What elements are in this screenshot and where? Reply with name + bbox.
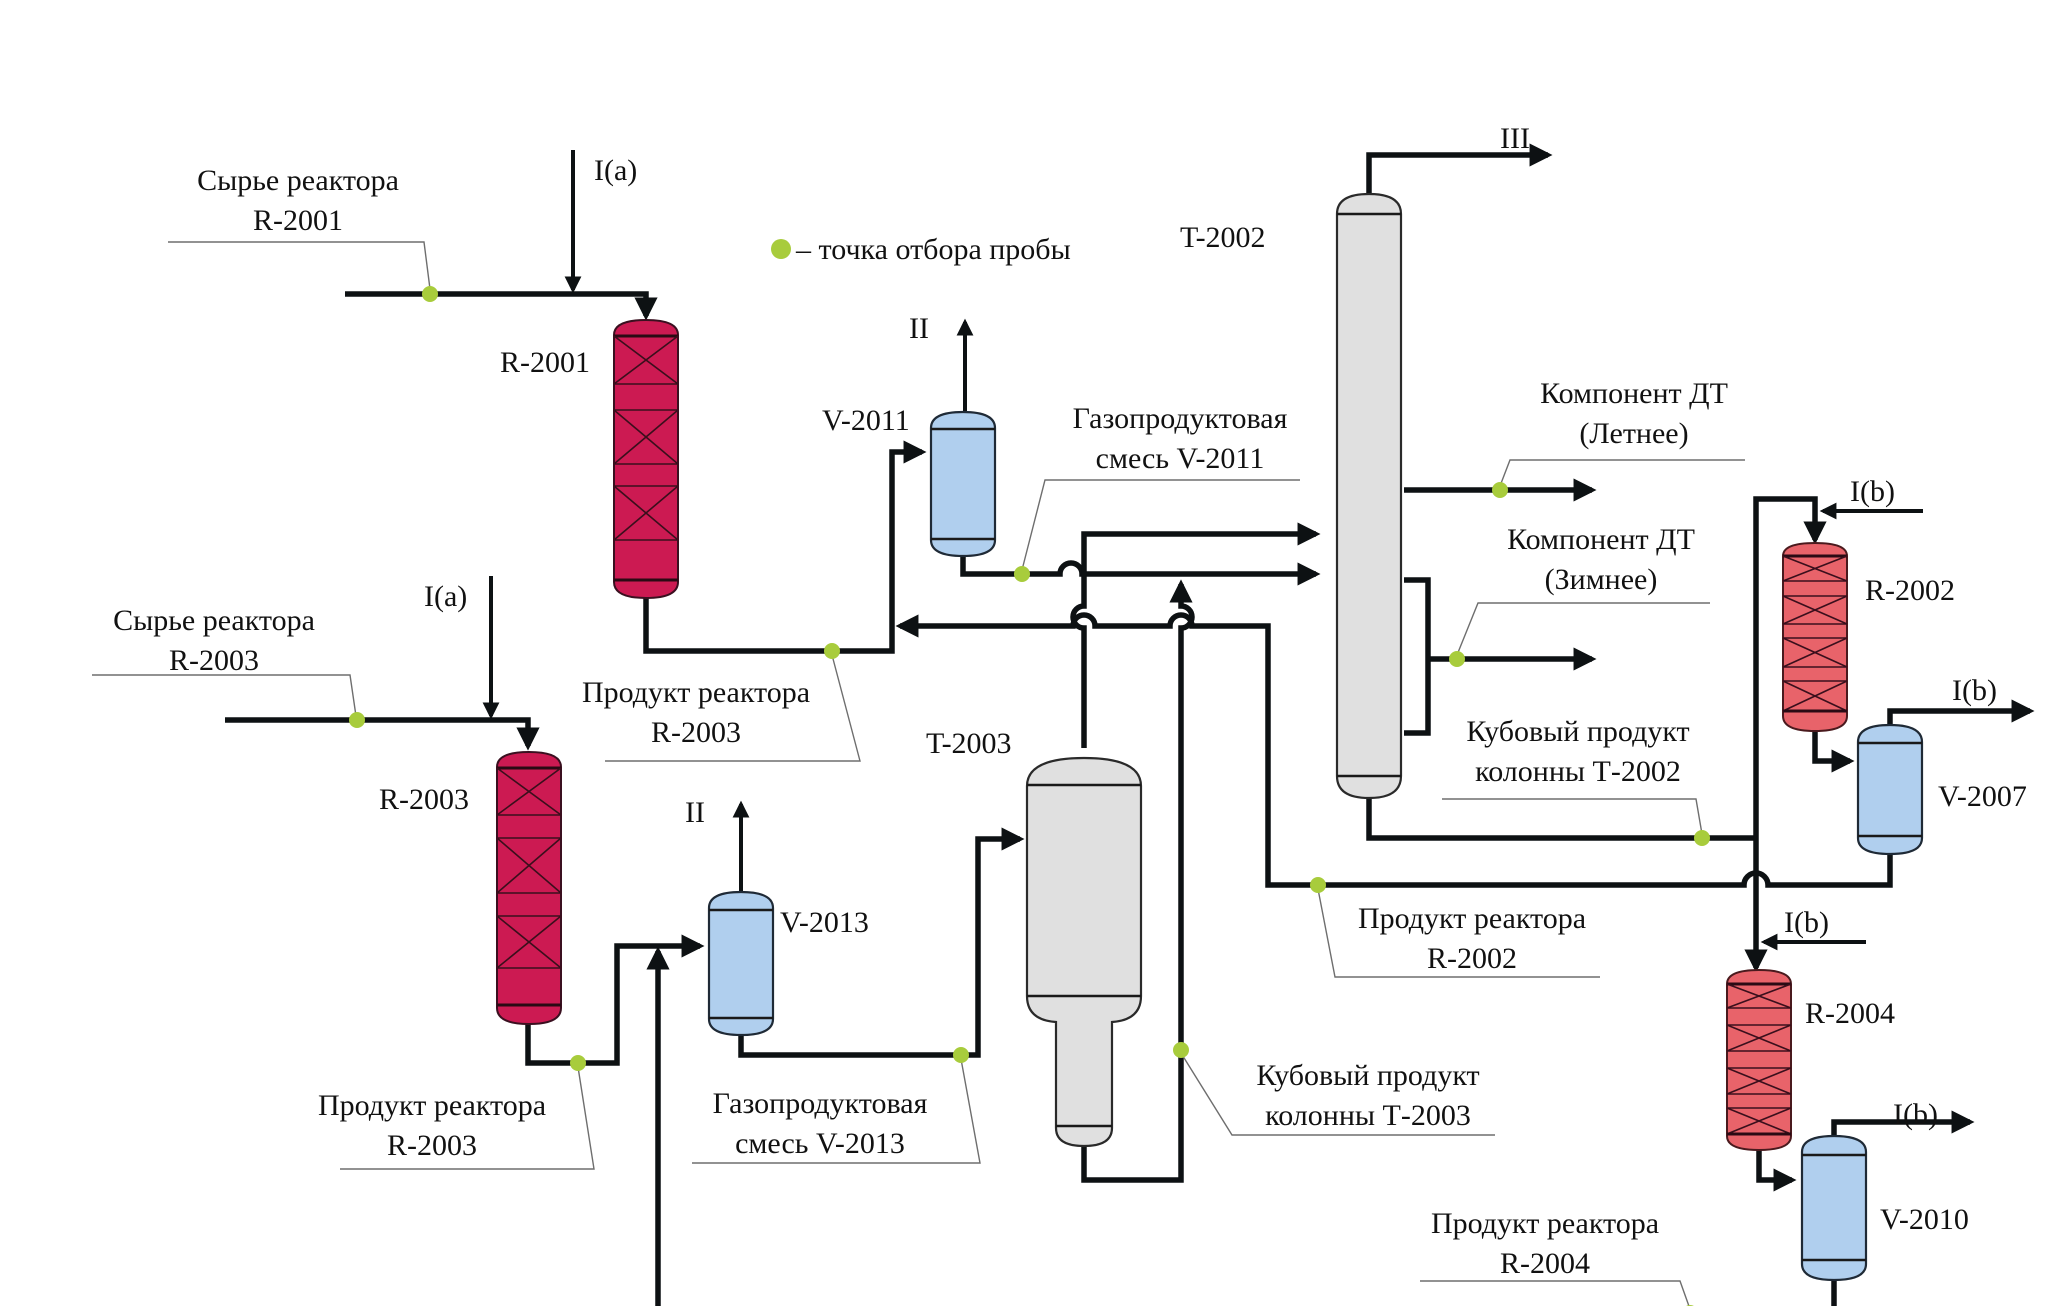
label-stream-ii-v2013: II xyxy=(685,796,705,829)
leader-bottoms-t2003 xyxy=(1180,1052,1495,1136)
caption-feed-r2003-line2: R-2003 xyxy=(169,644,259,677)
caption-bottoms-t2002-line2: колонны Т-2002 xyxy=(1475,755,1681,788)
leader-dt-summer xyxy=(1499,459,1745,487)
label-r2004: R-2004 xyxy=(1805,997,1895,1030)
vessel-v2011 xyxy=(929,410,997,558)
caption-product-r2001-line2: R-2003 xyxy=(651,716,741,749)
caption-product-r2004-line2: R-2004 xyxy=(1500,1247,1590,1280)
caption-gas-v2011-line1: Газопродуктовая xyxy=(1073,402,1288,435)
pipes xyxy=(225,143,2035,1306)
caption-feed-r2001-line1: Сырье реактора xyxy=(197,164,399,197)
sample-points xyxy=(92,241,1745,1306)
caption-product-r2001-line1: Продукт реактора xyxy=(582,676,810,709)
label-stream-i-b-r2002: I(b) xyxy=(1850,475,1895,508)
reactor-r2002 xyxy=(1782,541,1848,733)
column-t2002 xyxy=(1335,192,1403,800)
label-r2003: R-2003 xyxy=(379,783,469,816)
vessel-v2010 xyxy=(1800,1134,1868,1282)
caption-gas-v2013-line2: смесь V-2013 xyxy=(735,1127,905,1160)
sample-point-feed-r2001[interactable] xyxy=(422,286,438,302)
pipe-feed-r2001 xyxy=(345,291,658,321)
label-t2003: T-2003 xyxy=(926,727,1012,760)
pipe-v2013-to-t2003 xyxy=(738,827,1025,1058)
caption-feed-r2003-line1: Сырье реактора xyxy=(113,604,315,637)
pipe-r2001-to-v2011 xyxy=(643,440,927,654)
leader-feed-r2001 xyxy=(168,241,431,290)
label-v2007: V-2007 xyxy=(1938,780,2027,813)
caption-product-r2002-line1: Продукт реактора xyxy=(1358,902,1586,935)
sample-point-product-r2002[interactable] xyxy=(1310,877,1326,893)
pipe-r2003-to-v2013 xyxy=(525,934,705,1066)
leader-gas-v2013 xyxy=(692,1058,981,1164)
pipe-r2002-product xyxy=(895,612,1893,888)
caption-dt-summer-line2: (Летнее) xyxy=(1579,417,1688,450)
label-stream-i-b-r2004: I(b) xyxy=(1784,906,1829,939)
pipe-feed-r2003 xyxy=(225,717,540,751)
label-stream-i-b-v2010: I(b) xyxy=(1893,1098,1938,1131)
pipe-r2002-to-v2007 xyxy=(1812,731,1855,773)
label-t2002: T-2002 xyxy=(1180,221,1266,254)
legend-label: – точка отбора пробы xyxy=(795,233,1071,266)
leader-bottoms-t2002 xyxy=(1442,798,1703,835)
caption-product-r2003-line2: R-2003 xyxy=(387,1129,477,1162)
reactor-r2003 xyxy=(496,750,562,1026)
sample-point-feed-r2003[interactable] xyxy=(349,712,365,728)
caption-bottoms-t2003-line1: Кубовый продукт xyxy=(1256,1059,1479,1092)
caption-bottoms-t2002-line1: Кубовый продукт xyxy=(1466,715,1689,748)
leader-gas-v2011 xyxy=(1021,479,1300,571)
label-stream-i-a-bottom: I(a) xyxy=(424,580,467,613)
reactor-r2004 xyxy=(1726,968,1792,1152)
pipe-to-r2002 xyxy=(1753,496,1827,838)
caption-product-r2003-line1: Продукт реактора xyxy=(318,1089,546,1122)
pipe-t2002-bottoms xyxy=(1366,798,1756,841)
sample-point-bottoms-t2002[interactable] xyxy=(1694,830,1710,846)
leader-product-r2003 xyxy=(340,1066,595,1170)
label-r2002: R-2002 xyxy=(1865,574,1955,607)
caption-gas-v2011-line2: смесь V-2011 xyxy=(1096,442,1265,475)
leader-product-r2004 xyxy=(1420,1280,1690,1306)
label-v2010: V-2010 xyxy=(1880,1203,1969,1236)
sample-point-gas-v2011[interactable] xyxy=(1014,566,1030,582)
sample-point-bottoms-t2003[interactable] xyxy=(1173,1042,1189,1058)
caption-product-r2002-line2: R-2002 xyxy=(1427,942,1517,975)
caption-gas-v2013-line1: Газопродуктовая xyxy=(713,1087,928,1120)
sample-point-dt-winter[interactable] xyxy=(1449,651,1465,667)
pipe-v2010-i-b xyxy=(1831,1110,1975,1136)
labels: R-2001 R-2003 R-2002 R-2004 V-2011 V-201… xyxy=(113,122,2027,1280)
vessel-v2007 xyxy=(1856,723,1924,856)
label-stream-i-b-v2007: I(b) xyxy=(1952,674,1997,707)
pipe-r2004-to-v2010 xyxy=(1756,1150,1797,1192)
label-stream-iii: III xyxy=(1500,122,1530,155)
label-r2001: R-2001 xyxy=(500,346,590,379)
pipe-v2007-i-b xyxy=(1887,699,2035,725)
vessel-v2013 xyxy=(707,890,775,1037)
leader-product-r2001 xyxy=(605,654,861,762)
caption-dt-winter-line2: (Зимнее) xyxy=(1545,563,1658,596)
sample-point-gas-v2013[interactable] xyxy=(953,1047,969,1063)
pipe-t2002-iii xyxy=(1366,143,1553,194)
leader-product-r2002 xyxy=(1317,888,1600,978)
sample-point-product-r2003[interactable] xyxy=(570,1055,586,1071)
legend: – точка отбора пробы xyxy=(771,233,1071,266)
caption-product-r2004-line1: Продукт реактора xyxy=(1431,1207,1659,1240)
sample-point-product-r2001[interactable] xyxy=(824,643,840,659)
leader-dt-winter xyxy=(1456,602,1710,656)
legend-sample-point-icon xyxy=(771,239,791,259)
caption-dt-summer-line1: Компонент ДТ xyxy=(1540,377,1728,410)
reactor-r2001 xyxy=(613,318,679,600)
sample-point-dt-summer[interactable] xyxy=(1492,482,1508,498)
label-v2011: V-2011 xyxy=(822,404,910,437)
label-v2013: V-2013 xyxy=(780,906,869,939)
label-stream-i-a-top: I(a) xyxy=(594,154,637,187)
label-stream-ii-v2011: II xyxy=(909,312,929,345)
caption-dt-winter-line1: Компонент ДТ xyxy=(1507,523,1695,556)
leader-feed-r2003 xyxy=(92,674,357,717)
caption-feed-r2001-line2: R-2001 xyxy=(253,204,343,237)
column-t2003 xyxy=(1025,756,1143,1148)
pipe-r2004-product-recycle xyxy=(646,946,1837,1306)
pipe-t2003-overhead-to-t2002 xyxy=(1070,522,1321,748)
caption-bottoms-t2003-line2: колонны Т-2003 xyxy=(1265,1099,1471,1132)
